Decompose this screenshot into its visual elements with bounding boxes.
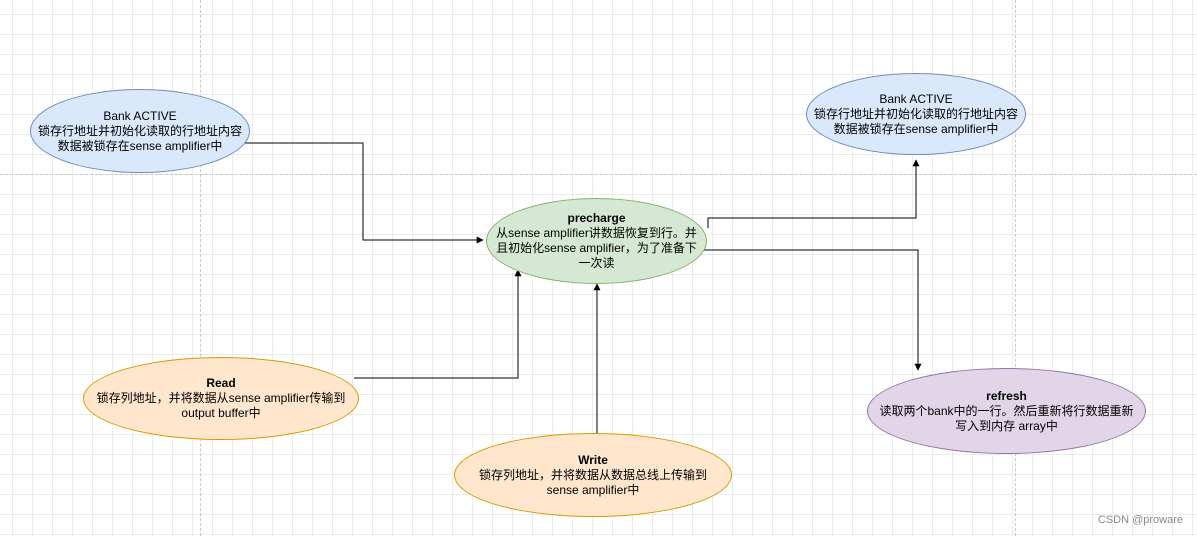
watermark: CSDN @proware	[1097, 514, 1183, 526]
page-guide-vertical-left	[200, 0, 201, 536]
precharge-title: precharge	[567, 211, 626, 225]
precharge-desc: 从sense amplifier讲数据恢复到行。并 且初始化sense ampl…	[496, 226, 697, 270]
bank-active-left-desc: 锁存行地址并初始化读取的行地址内容 数据被锁存在sense amplifier中	[37, 123, 242, 153]
page-guide-vertical-right	[1015, 0, 1016, 536]
refresh-title: refresh	[986, 388, 1027, 403]
refresh-desc: 读取两个bank中的一行。然后重新将行数据重新 写入到内存 array中	[879, 403, 1134, 433]
read-desc: 锁存列地址，并将数据从sense amplifier传输到 output buf…	[96, 391, 346, 420]
read-node[interactable]: Read 锁存列地址，并将数据从sense amplifier传输到 outpu…	[83, 357, 359, 440]
edge-bank-active-to-precharge	[243, 142, 484, 244]
bank-active-right-title: Bank ACTIVE	[879, 91, 953, 106]
write-node[interactable]: Write 锁存列地址，并将数据从数据总线上传输到 sense amplifie…	[454, 433, 732, 517]
edge-precharge-to-refresh	[698, 249, 922, 371]
bank-active-right-node[interactable]: Bank ACTIVE 锁存行地址并初始化读取的行地址内容 数据被锁存在sens…	[806, 73, 1026, 155]
read-title: Read	[206, 376, 236, 390]
bank-active-left-title: Bank ACTIVE	[103, 108, 177, 123]
refresh-node[interactable]: refresh 读取两个bank中的一行。然后重新将行数据重新 写入到内存 ar…	[867, 368, 1146, 454]
precharge-node[interactable]: precharge 从sense amplifier讲数据恢复到行。并 且初始化…	[486, 198, 707, 284]
bank-active-left-node[interactable]: Bank ACTIVE 锁存行地址并初始化读取的行地址内容 数据被锁存在sens…	[30, 89, 250, 173]
page-guide-horizontal	[0, 174, 1197, 175]
edge-precharge-to-bank-active	[707, 159, 920, 228]
write-desc: 锁存列地址，并将数据从数据总线上传输到 sense amplifier中	[478, 467, 707, 497]
write-title: Write	[578, 452, 608, 467]
bank-active-right-desc: 锁存行地址并初始化读取的行地址内容 数据被锁存在sense amplifier中	[813, 106, 1018, 136]
edge-read-to-precharge	[354, 269, 522, 379]
